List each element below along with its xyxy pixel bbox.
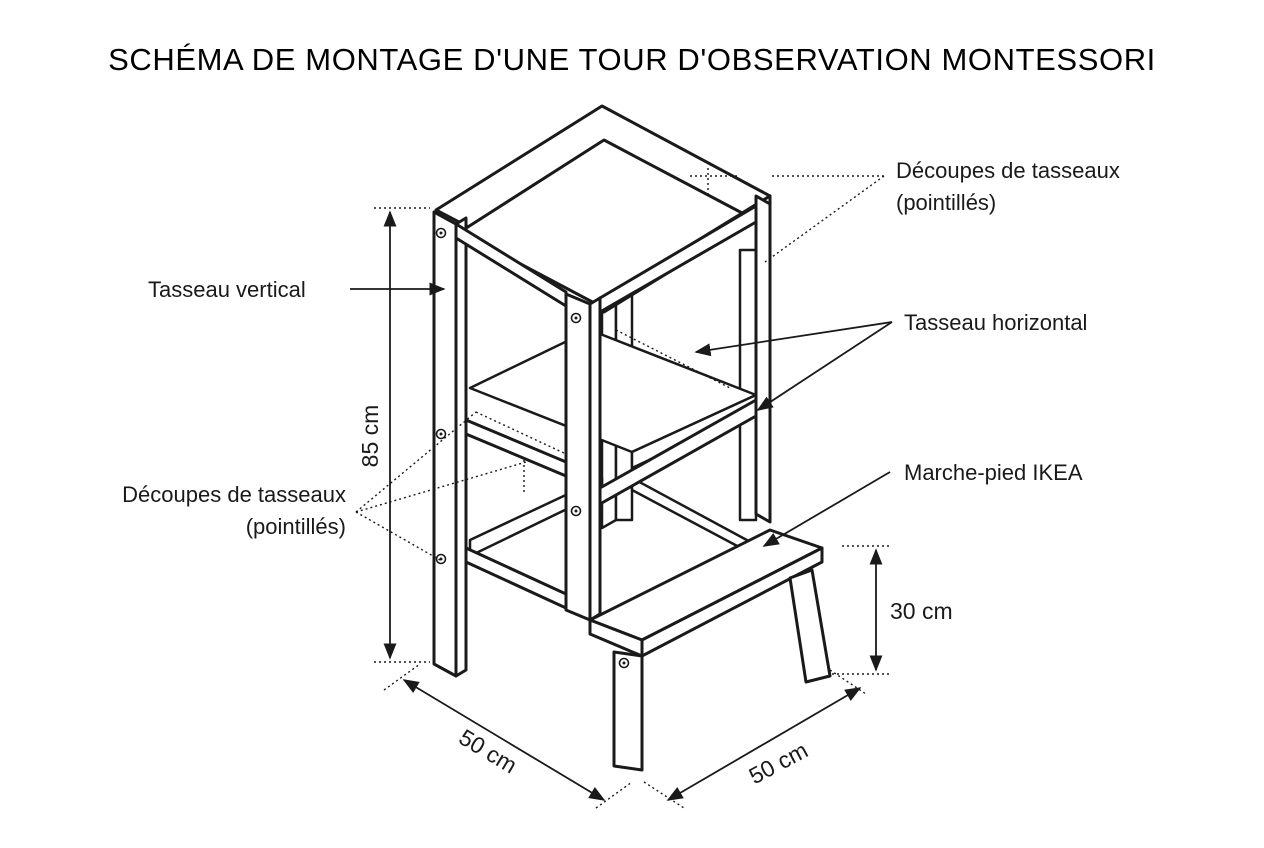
svg-text:Tasseau vertical: Tasseau vertical [148,277,306,302]
lower-rail-front [464,546,568,610]
svg-text:(pointillés): (pointillés) [246,514,346,539]
middle-shelf-front [464,418,568,478]
cut-lines [475,168,740,492]
svg-text:50 cm: 50 cm [744,737,812,789]
post-front-right [754,194,772,524]
svg-text:50 cm: 50 cm [455,724,522,779]
dimension-height-total: 85 cm [357,207,430,663]
page-title: SCHÉMA DE MONTAGE D'UNE TOUR D'OBSERVATI… [108,42,1156,77]
dimension-width: 50 cm [643,669,867,809]
ikea-step-leg-right [788,568,832,684]
svg-text:Découpes de tasseaux: Découpes de tasseaux [122,482,346,507]
svg-text:(pointillés): (pointillés) [896,190,996,215]
svg-text:Découpes de tasseaux: Découpes de tasseaux [896,158,1120,183]
tower-drawing [432,104,832,772]
screws [435,227,630,669]
label-horizontal-batten: Tasseau horizontal [694,310,1087,411]
post-back-right [738,248,758,522]
label-vertical-batten: Tasseau vertical [148,277,446,302]
label-cuts-top: Découpes de tasseaux (pointillés) [764,158,1120,263]
label-ikea-step: Marche-pied IKEA [762,460,1083,547]
svg-text:85 cm: 85 cm [357,405,383,468]
ikea-step-leg-front [612,650,644,772]
rail-back-low [630,476,758,558]
svg-text:Marche-pied IKEA: Marche-pied IKEA [904,460,1083,485]
dimension-height-step: 30 cm [832,545,953,675]
svg-text:Tasseau horizontal: Tasseau horizontal [904,310,1087,335]
label-cuts-left: Découpes de tasseaux (pointillés) [122,411,527,561]
top-rail-front [454,222,568,308]
svg-text:30 cm: 30 cm [890,598,953,624]
dimension-depth: 50 cm [383,663,633,809]
post-front-middle [564,292,592,622]
